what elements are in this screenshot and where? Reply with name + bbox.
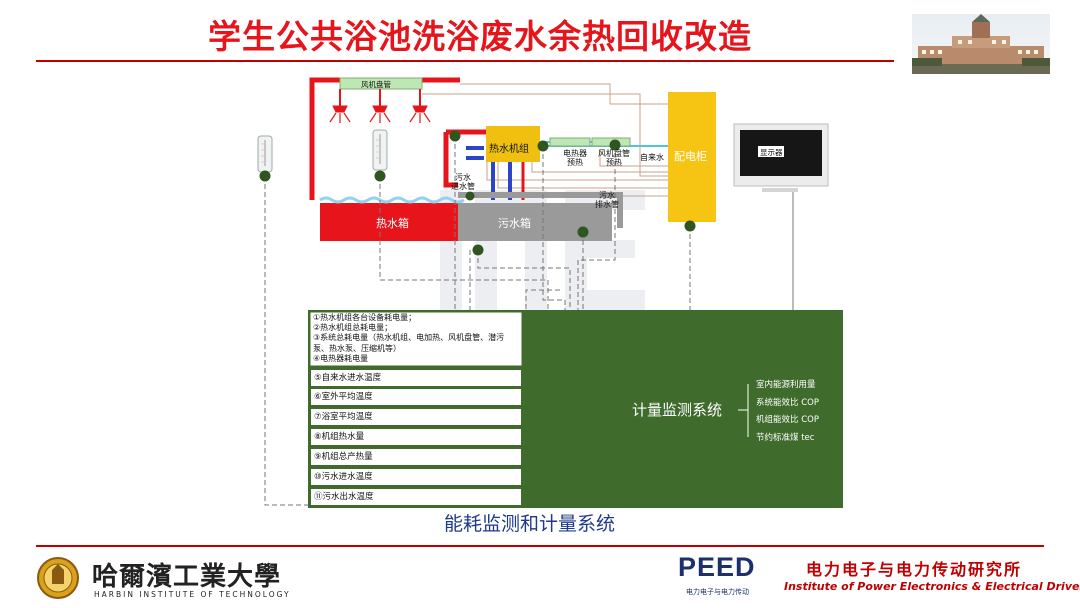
peed-logo: PEED xyxy=(678,552,756,582)
measurement-row: ⑥室外平均温度 xyxy=(310,388,522,406)
hot-water-tank-label: 热水箱 xyxy=(376,217,409,230)
sewage-tank-label: 污水箱 xyxy=(498,217,531,230)
measurement-row: ⑧机组热水量 xyxy=(310,428,522,446)
system-metric: 机组能效比 COP xyxy=(756,415,819,425)
campus-photo xyxy=(912,14,1050,74)
hot-water-tank xyxy=(320,203,458,241)
footer-divider xyxy=(36,545,1044,547)
heat-pump-unit xyxy=(486,126,540,162)
distribution-cabinet-label: 配电柜 xyxy=(674,150,707,163)
measurement-row: ⑤自来水进水温度 xyxy=(310,369,522,387)
monitor-icon xyxy=(733,123,829,192)
measurement-block-1-text: ①热水机组各台设备耗电量； ②热水机组总耗电量； ③系统总耗电量（热水机组、电加… xyxy=(313,313,521,364)
electric-heater-box xyxy=(549,137,591,147)
sewage-outlet-pipe-label: 污水 排水管 xyxy=(595,191,619,209)
sewage-pipe xyxy=(458,192,623,228)
institute-name-cn: 电力电子与电力传动研究所 xyxy=(806,560,1023,579)
university-name-cn: 哈爾濱工業大學 xyxy=(92,562,282,592)
peed-subtitle: 电力电子与电力传动 xyxy=(686,588,749,596)
monitoring-system-title: 计量监测系统 xyxy=(632,401,723,419)
tap-water-label: 自来水 xyxy=(640,153,664,162)
thermometer-icon xyxy=(257,135,273,173)
sewage-inlet-pipe-label: 污水 进水管 xyxy=(451,173,475,191)
distribution-cabinet xyxy=(668,92,716,222)
measurement-row: ⑦浴室平均温度 xyxy=(310,408,522,426)
measurement-line: ③系统总耗电量（热水机组、电加热、风机盘管、潜污 xyxy=(313,333,505,343)
measurement-line: ②热水机组总耗电量； xyxy=(313,323,393,333)
system-metric: 室内能源利用量 xyxy=(756,380,816,390)
electric-heater-preheat-label: 电热器 预热 xyxy=(563,149,587,167)
hit-emblem-icon xyxy=(37,557,79,599)
system-metric: 系统能效比 COP xyxy=(756,398,819,408)
measurement-block-1 xyxy=(309,311,523,367)
water-wave xyxy=(319,196,465,204)
monitor-label: 显示器 xyxy=(760,148,783,157)
sensor-dots xyxy=(259,130,696,256)
shower-head-icon xyxy=(329,89,431,123)
title-underline xyxy=(36,60,894,62)
thermometer-icon xyxy=(372,129,388,171)
measurement-row: ⑨机组总产热量 xyxy=(310,448,522,466)
metric-connectors xyxy=(738,384,749,437)
university-name-en: HARBIN INSTITUTE OF TECHNOLOGY xyxy=(94,590,291,599)
fan-coil-preheat-label: 风机盘管 预热 xyxy=(598,149,630,167)
measurement-row: ⑪污水出水温度 xyxy=(310,488,522,506)
diagram-caption: 能耗监测和计量系统 xyxy=(444,513,616,535)
page-title: 学生公共浴池洗浴废水余热回收改造 xyxy=(208,17,752,56)
measurement-line: ①热水机组各台设备耗电量； xyxy=(313,313,417,322)
measurement-line: ④电热器耗电量 xyxy=(313,353,369,363)
measurement-row: ⑩污水进水温度 xyxy=(310,468,522,486)
system-metric: 节约标准煤 tec xyxy=(756,433,815,443)
heat-pump-label: 热水机组 xyxy=(489,144,529,155)
institute-name-en: Institute of Power Electronics & Electri… xyxy=(784,580,1080,593)
fan-coil-top-label: 风机盘管 xyxy=(361,80,391,89)
measurement-line: 泵、热水泵、压缩机等） xyxy=(313,343,401,353)
sewage-tank xyxy=(458,203,612,241)
